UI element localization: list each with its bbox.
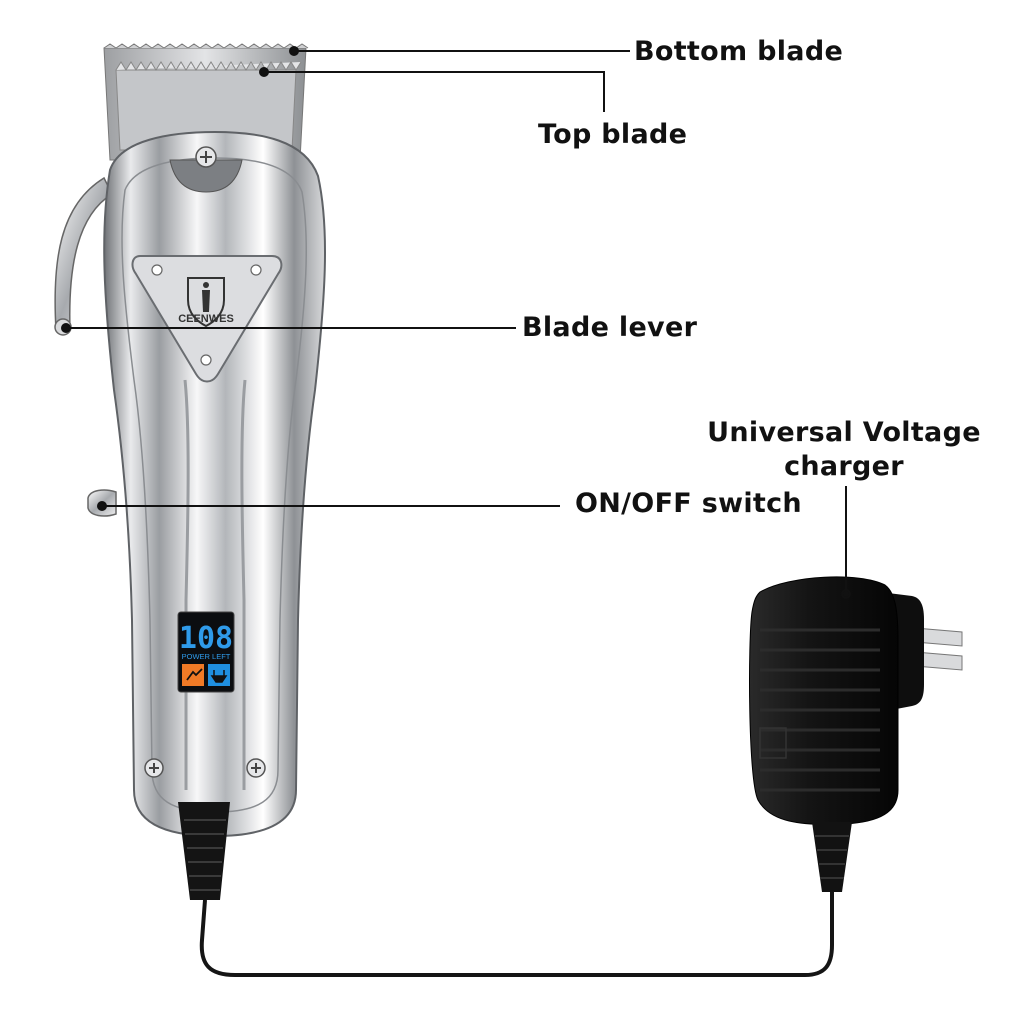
lcd-digits: 108 bbox=[179, 621, 233, 656]
hair-clipper: CEENWES 108 POWER LEFT bbox=[54, 43, 327, 900]
charger-relief-ribs bbox=[815, 835, 849, 879]
lcd-display: 108 POWER LEFT bbox=[177, 611, 235, 693]
lcd-blue-indicator bbox=[208, 664, 230, 686]
callout-charger: Universal Voltage charger bbox=[700, 416, 988, 484]
screw-icon bbox=[144, 758, 164, 778]
screw-icon bbox=[195, 146, 217, 168]
charger-adapter bbox=[749, 576, 963, 892]
callout-top-blade: Top blade bbox=[538, 119, 688, 150]
logo-badge bbox=[131, 255, 283, 383]
charger-body bbox=[749, 576, 899, 825]
body-inner-panel bbox=[121, 157, 308, 813]
bottom-blade-teeth bbox=[103, 43, 309, 49]
badge-rivet bbox=[200, 354, 212, 366]
top-blade-leader bbox=[264, 71, 605, 112]
lcd-caption: POWER LEFT bbox=[182, 652, 231, 661]
callout-charger-line2: charger bbox=[784, 451, 904, 482]
callout-bottom-blade: Bottom blade bbox=[634, 36, 844, 67]
lcd-orange-indicator bbox=[182, 664, 204, 686]
clipper-body bbox=[103, 130, 327, 838]
strain-relief-ribs bbox=[184, 819, 226, 891]
cord-strain-relief bbox=[178, 802, 230, 900]
leader-lines bbox=[61, 46, 851, 599]
brand-logo-text: CEENWES bbox=[178, 313, 234, 325]
screw-icon bbox=[246, 758, 266, 778]
charger-cord-relief bbox=[812, 822, 852, 892]
badge-rivet bbox=[151, 264, 163, 276]
top-blade-teeth bbox=[115, 61, 302, 71]
power-cord bbox=[199, 890, 834, 977]
callout-charger-line1: Universal Voltage bbox=[707, 417, 981, 448]
body-center-ridge bbox=[183, 379, 247, 790]
plug-icon bbox=[210, 670, 228, 683]
badge-rivet bbox=[250, 264, 262, 276]
charger-grip-ridges bbox=[760, 628, 880, 792]
top-notch bbox=[169, 159, 243, 193]
callout-on-off-switch: ON/OFF switch bbox=[575, 488, 802, 519]
callout-blade-lever: Blade lever bbox=[522, 312, 698, 343]
charger-label-plate bbox=[759, 727, 787, 759]
figure-emblem-icon bbox=[187, 277, 225, 328]
